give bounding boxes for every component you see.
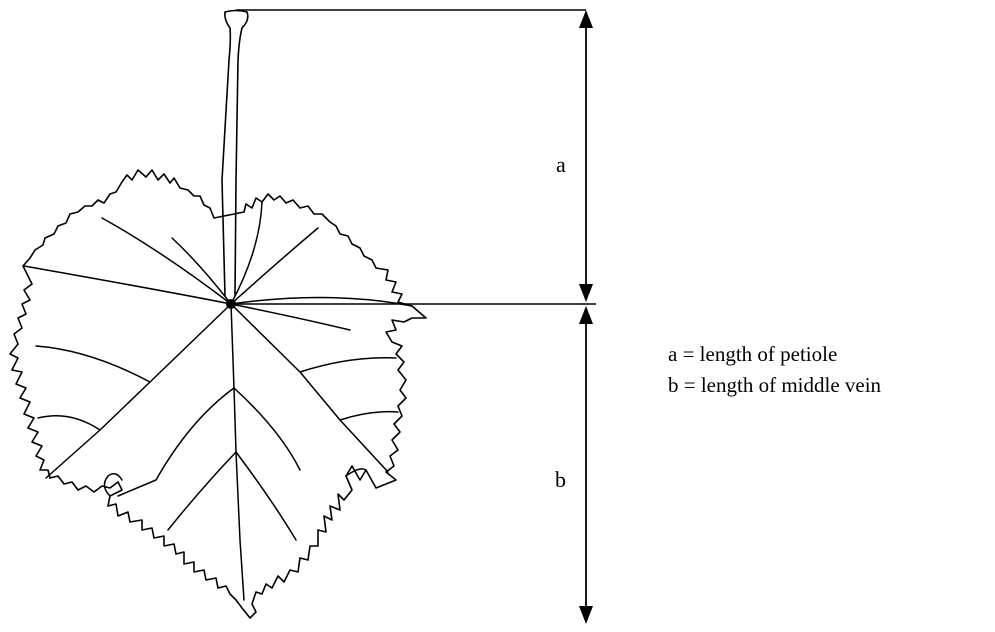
dimension-b-top-arrowhead — [579, 306, 593, 324]
measure-b-label: b — [555, 467, 566, 492]
measurement-guides — [231, 9, 596, 305]
dimension-b — [579, 306, 593, 624]
leaf-sinus-left — [103, 473, 123, 497]
dimension-a-bottom-arrowhead — [579, 284, 593, 302]
dimension-a — [579, 10, 593, 302]
grape-leaf-illustration — [9, 9, 427, 619]
leaf-veins — [23, 201, 413, 601]
leaf-blade-outline — [9, 169, 427, 619]
leaf-sinus-right — [345, 468, 367, 477]
dimension-a-top-arrowhead — [579, 10, 593, 28]
petiole — [221, 9, 249, 297]
legend: a = length of petiole b = length of midd… — [668, 342, 882, 397]
dimension-b-bottom-arrowhead — [579, 606, 593, 624]
measure-a-label: a — [556, 152, 566, 177]
legend-item-b: b = length of middle vein — [668, 373, 882, 397]
legend-item-a: a = length of petiole — [668, 342, 837, 366]
